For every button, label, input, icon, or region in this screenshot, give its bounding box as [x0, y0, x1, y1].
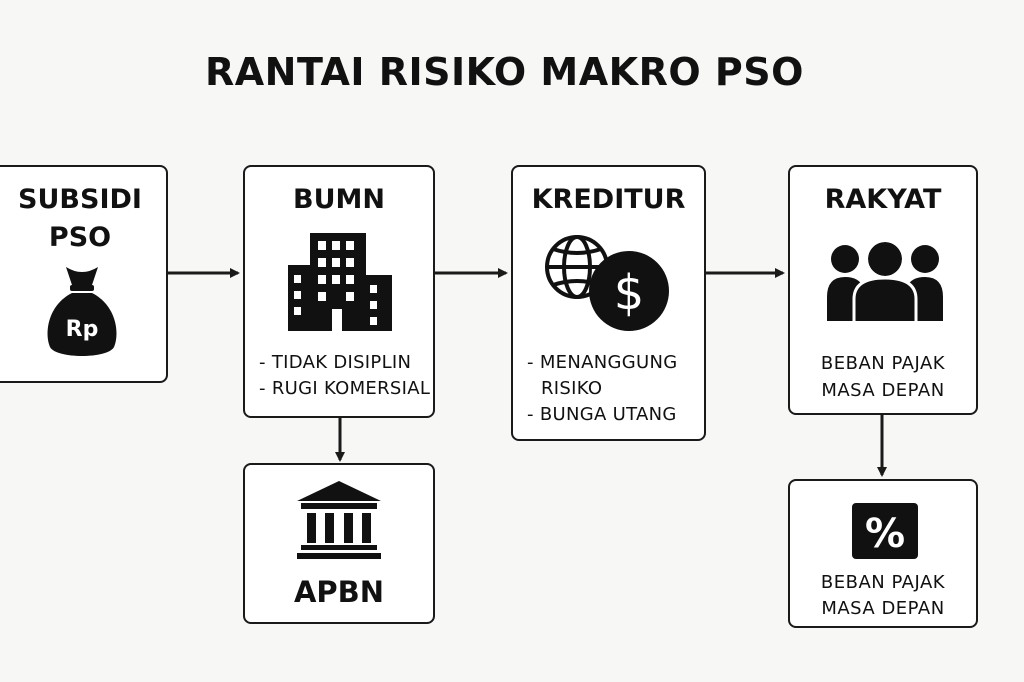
- node-bumn-title: BUMN: [293, 184, 385, 215]
- bullet-marker: -: [527, 352, 534, 373]
- percent-icon: %: [852, 503, 918, 559]
- kreditur-bullet-1: MENANGGUNG: [539, 352, 678, 373]
- node-pajak-caption-line1: BEBAN PAJAK: [820, 572, 946, 593]
- list-item: RISIKO: [527, 376, 677, 402]
- node-beban-pajak: % BEBAN PAJAK MASA DEPAN: [788, 479, 978, 628]
- node-rakyat-caption-line1: BEBAN PAJAK: [820, 353, 946, 374]
- node-kreditur-title: KREDITUR: [531, 184, 686, 215]
- kreditur-bullet-2: BUNGA UTANG: [539, 404, 677, 425]
- node-subsidi-title-line1: SUBSIDI: [18, 184, 142, 215]
- bumn-bullet-1: TIDAK DISIPLIN: [271, 352, 412, 373]
- list-item: - RUGI KOMERSIAL: [259, 376, 430, 402]
- node-kreditur: KREDITUR $ - MENANGGUNG RISIKO - BUNGA U…: [511, 165, 706, 441]
- node-bumn-bullets: - TIDAK DISIPLIN - RUGI KOMERSIAL: [259, 350, 430, 402]
- office-building-icon: [288, 233, 392, 331]
- node-rakyat-caption-line2: MASA DEPAN: [821, 380, 945, 401]
- bumn-bullet-2: RUGI KOMERSIAL: [271, 378, 431, 399]
- node-apbn-title: APBN: [293, 575, 385, 609]
- node-kreditur-bullets: - MENANGGUNG RISIKO - BUNGA UTANG: [527, 350, 677, 428]
- diagram-title: RANTAI RISIKO MAKRO PSO: [205, 50, 804, 94]
- node-subsidi-title-line2: PSO: [48, 222, 112, 253]
- node-rakyat: RAKYAT BEBAN PAJAK MASA DEPAN: [788, 165, 978, 415]
- node-bumn: BUMN - TIDAK DISIPLIN - RUGI KOMERSIAL: [243, 165, 435, 418]
- money-bag-symbol: Rp: [66, 317, 99, 342]
- node-subsidi-pso: SUBSIDI PSO Rp: [0, 165, 168, 383]
- globe-dollar-icon: $: [545, 235, 669, 331]
- percent-symbol: %: [865, 511, 905, 557]
- government-building-icon: [297, 481, 381, 559]
- list-item: - TIDAK DISIPLIN: [259, 350, 430, 376]
- money-bag-icon: Rp: [47, 267, 117, 356]
- node-rakyat-title: RAKYAT: [824, 184, 942, 215]
- node-pajak-caption-line2: MASA DEPAN: [821, 598, 945, 619]
- bullet-marker: -: [259, 378, 266, 399]
- list-item: - MENANGGUNG: [527, 350, 677, 376]
- node-apbn: APBN: [243, 463, 435, 624]
- bullet-marker: -: [259, 352, 266, 373]
- dollar-symbol: $: [614, 265, 645, 321]
- people-group-icon: [827, 241, 943, 321]
- list-item: - BUNGA UTANG: [527, 402, 677, 428]
- bullet-marker: -: [527, 404, 534, 425]
- kreditur-bullet-1-cont: RISIKO: [541, 378, 603, 399]
